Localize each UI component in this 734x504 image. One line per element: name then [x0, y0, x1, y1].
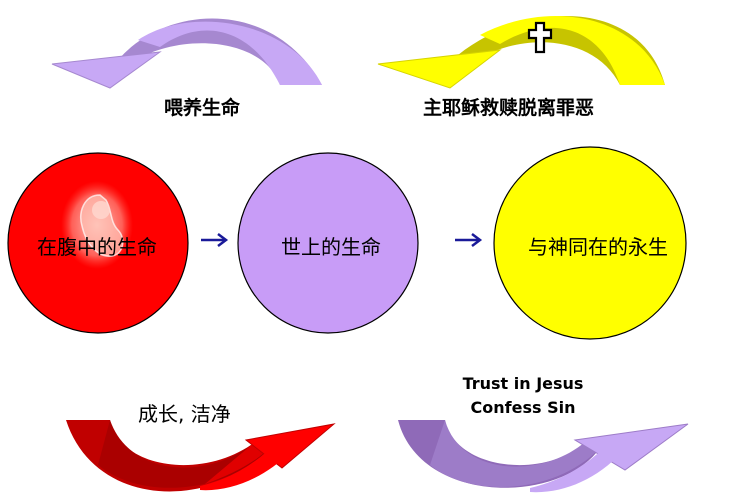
arrow-right-icon — [455, 233, 483, 247]
trust-line-1: Trust in Jesus — [462, 374, 584, 393]
arrow-right-icon — [201, 233, 229, 247]
redeemed-label: 主耶稣救赎脱离罪恶 — [423, 97, 595, 119]
stage-circle-eternal — [493, 146, 687, 340]
stage-label-eternal: 与神同在的永生 — [528, 235, 668, 259]
growth-label: 成长, 洁净 — [138, 402, 231, 426]
faith-curved-arrow — [398, 420, 689, 493]
redemption-curved-arrow — [377, 15, 665, 89]
nourish-curved-arrow — [51, 18, 322, 89]
stage-label-womb: 在腹中的生命 — [37, 235, 157, 259]
trust-label: Trust in Jesus Confess Sin — [458, 372, 588, 420]
nourish-label: 喂养生命 — [164, 97, 241, 119]
cross-icon — [527, 21, 553, 54]
stage-circle-earthly — [237, 152, 419, 334]
stage-label-earthly: 世上的生命 — [281, 235, 381, 259]
trust-line-2: Confess Sin — [470, 398, 576, 417]
fetus-icon — [61, 181, 133, 269]
growth-curved-arrow — [66, 420, 336, 492]
